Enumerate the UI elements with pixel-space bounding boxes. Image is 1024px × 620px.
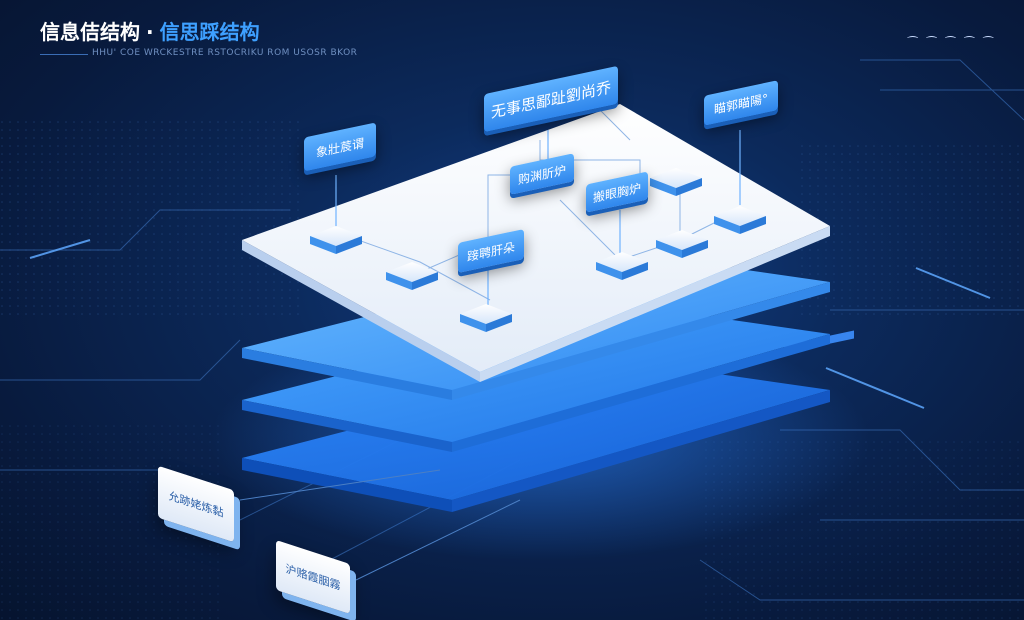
card-bottom-left-1-text: 允跡姥炼黏 [168, 489, 224, 520]
card-bottom-left-2-text: 沪赂霞胭霧 [285, 562, 341, 593]
label-right-mid-text: 搬眼胸炉 [592, 180, 641, 205]
node [650, 168, 702, 196]
plate-nodes [310, 168, 766, 332]
node [596, 252, 648, 280]
node [714, 206, 766, 234]
page-subtitle: HHU' COE WRCKESTRE RSTOCRIKU ROM USOSR B… [92, 48, 358, 58]
title-separator: · [146, 20, 154, 44]
subtitle-rule-left [40, 54, 88, 55]
label-lower-mid-text: 踥聘肝朵 [466, 239, 515, 264]
label-center-text: 购渊肵炉 [517, 162, 566, 187]
layer-4 [242, 360, 830, 512]
node [310, 226, 362, 254]
node [460, 304, 512, 332]
node [656, 230, 708, 258]
label-left-text: 象壯莀谓 [315, 135, 364, 160]
node [386, 262, 438, 290]
label-top-right-text: 瞄郭瞄陽° [713, 90, 768, 117]
corner-decoration: ⁀ ⁀ ⁀ ⁀ ⁀ [907, 36, 994, 50]
page-title: 信息佶结构 · 信思踩结构 [40, 16, 260, 45]
title-accent: 信思踩结构 [159, 20, 260, 44]
title-main: 信息佶结构 [40, 20, 140, 44]
